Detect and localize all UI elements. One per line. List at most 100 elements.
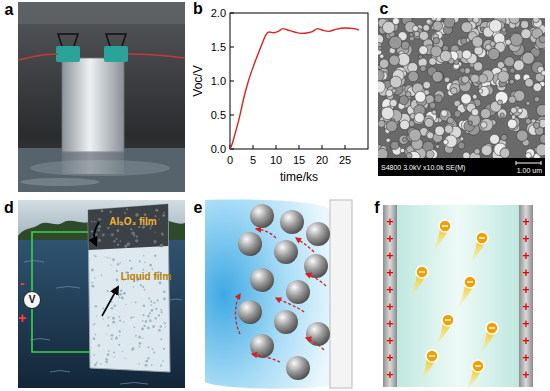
ions-g-path <box>419 271 425 272</box>
photo-panel-rect <box>62 152 124 174</box>
sem-texture-circle <box>525 153 531 158</box>
particles-circle <box>286 280 310 304</box>
sem-texture-circle <box>525 78 534 87</box>
tick-label: 1.0 <box>211 76 226 87</box>
film-texture-circle <box>113 288 116 291</box>
film-texture-circle <box>150 304 152 306</box>
ion-channel-rect <box>397 205 519 387</box>
tick-label: 15 <box>293 155 305 166</box>
film-texture-circle <box>134 327 136 329</box>
sem-texture-circle <box>454 111 461 118</box>
water-scene-path <box>102 287 118 316</box>
film-texture-circle <box>131 302 132 303</box>
film-texture-circle <box>98 239 101 242</box>
film-texture-circle <box>105 361 108 364</box>
panel-letter: e <box>194 200 203 216</box>
sem-texture-circle <box>400 148 405 153</box>
film-texture-circle <box>111 233 114 236</box>
ions-g <box>431 220 451 254</box>
film-texture-circle <box>93 324 95 326</box>
sem-texture-circle <box>429 102 435 108</box>
sem-texture-circle <box>378 120 385 127</box>
sem-texture-circle <box>480 108 490 118</box>
sem-texture-circle <box>386 90 393 97</box>
film-texture-circle <box>144 262 146 264</box>
film-texture-circle <box>138 336 141 339</box>
film-texture-circle <box>102 234 105 237</box>
sem-texture-circle <box>468 121 472 125</box>
film-texture-circle <box>106 333 107 334</box>
film-texture-circle <box>111 334 114 337</box>
sem-texture-circle <box>423 24 430 31</box>
film-texture-circle <box>119 319 121 321</box>
film-texture-circle <box>141 328 144 331</box>
film-texture-circle <box>150 300 152 302</box>
sem-texture-circle <box>378 70 384 81</box>
charge-sign: + <box>386 267 393 279</box>
film-texture-circle <box>117 244 119 246</box>
film-texture-circle <box>135 301 137 303</box>
film-label: Liquid film <box>121 272 172 282</box>
sem-texture-circle <box>533 122 539 128</box>
sem-texture-circle <box>533 18 540 23</box>
photo-panel-rect <box>18 2 185 24</box>
flow-arrows <box>236 229 327 362</box>
film-texture-circle <box>157 299 159 301</box>
film-texture-circle <box>120 240 122 242</box>
charge-sign: + <box>522 335 529 347</box>
film-texture-circle <box>147 315 150 318</box>
sem-texture-circle <box>444 77 450 83</box>
sem-texture-circle <box>541 71 545 76</box>
film-texture-circle <box>119 330 121 332</box>
film-texture-circle <box>91 230 93 232</box>
sem-texture-circle <box>444 18 455 28</box>
sem-texture-circle <box>415 91 426 102</box>
ions-g <box>408 266 428 300</box>
sem-texture-circle <box>414 113 425 124</box>
film-texture-circle <box>160 325 162 327</box>
film-texture-circle <box>116 279 119 282</box>
charge-sign: + <box>386 284 393 296</box>
sem-texture-circle <box>539 36 545 43</box>
film-texture-circle <box>109 258 110 259</box>
sem-texture-circle <box>399 96 408 105</box>
film-texture-circle <box>133 234 135 236</box>
film-texture-circle <box>125 304 126 305</box>
sem-texture-circle <box>450 84 460 94</box>
film-texture-circle <box>96 316 97 317</box>
sem-texture-circle <box>526 101 530 105</box>
film-texture-circle <box>103 318 105 320</box>
sem-texture-circle <box>463 152 470 158</box>
film-texture-circle <box>98 218 100 220</box>
sem-texture-circle <box>513 60 524 71</box>
film-texture-circle <box>132 316 134 318</box>
film-texture-circle <box>115 337 118 340</box>
flow-arrows-path <box>236 294 241 334</box>
film-texture-circle <box>95 233 98 236</box>
droplet-panel-rect <box>330 200 352 388</box>
film-texture-circle <box>160 338 162 340</box>
sem-texture-circle <box>408 71 419 82</box>
film-texture-circle <box>153 302 155 304</box>
charge-sign: + <box>522 284 529 296</box>
photo-panel-path <box>58 34 126 46</box>
film-texture-circle <box>152 325 155 328</box>
film-texture-circle <box>91 282 93 284</box>
sem-texture-circle <box>534 96 540 102</box>
flow-arrows-path <box>296 238 314 252</box>
tick-label: 0 <box>227 155 233 166</box>
film-texture-circle <box>119 262 121 264</box>
film-texture-circle <box>91 221 93 223</box>
film-texture-circle <box>138 346 140 348</box>
film-texture-circle <box>145 320 148 323</box>
sem-image <box>373 12 549 176</box>
film-texture-circle <box>123 292 126 295</box>
sem-texture-circle <box>447 117 454 124</box>
sem-texture-circle <box>426 150 434 158</box>
charge-sign: + <box>522 216 529 228</box>
ions-g-path <box>445 319 451 320</box>
voltage-curve <box>230 28 359 149</box>
film-texture-circle <box>135 239 138 242</box>
film-texture-circle <box>154 231 155 232</box>
charge-sign: + <box>522 318 529 330</box>
